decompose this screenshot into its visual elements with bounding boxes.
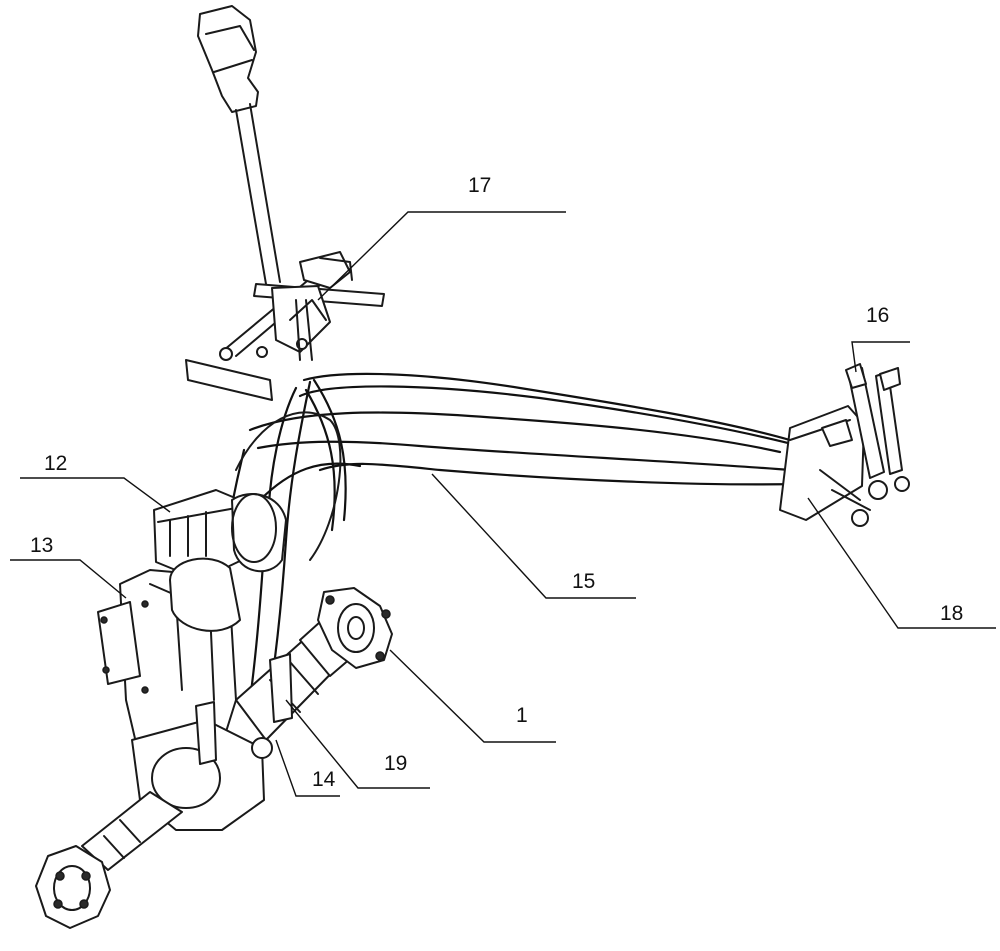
shift-lever [198,6,280,284]
shift-mechanism-bracket [186,252,384,400]
callout-1: 1 [516,704,528,727]
callout-17: 17 [468,174,491,197]
callout-15: 15 [572,570,595,593]
callout-13: 13 [30,534,53,557]
pedal-assembly [780,364,909,526]
callout-12: 12 [44,452,67,475]
callout-18: 18 [940,602,963,625]
callout-19: 19 [384,752,407,775]
callout-16: 16 [866,304,889,327]
callout-14: 14 [312,768,336,791]
differential-left-axle [36,720,272,928]
